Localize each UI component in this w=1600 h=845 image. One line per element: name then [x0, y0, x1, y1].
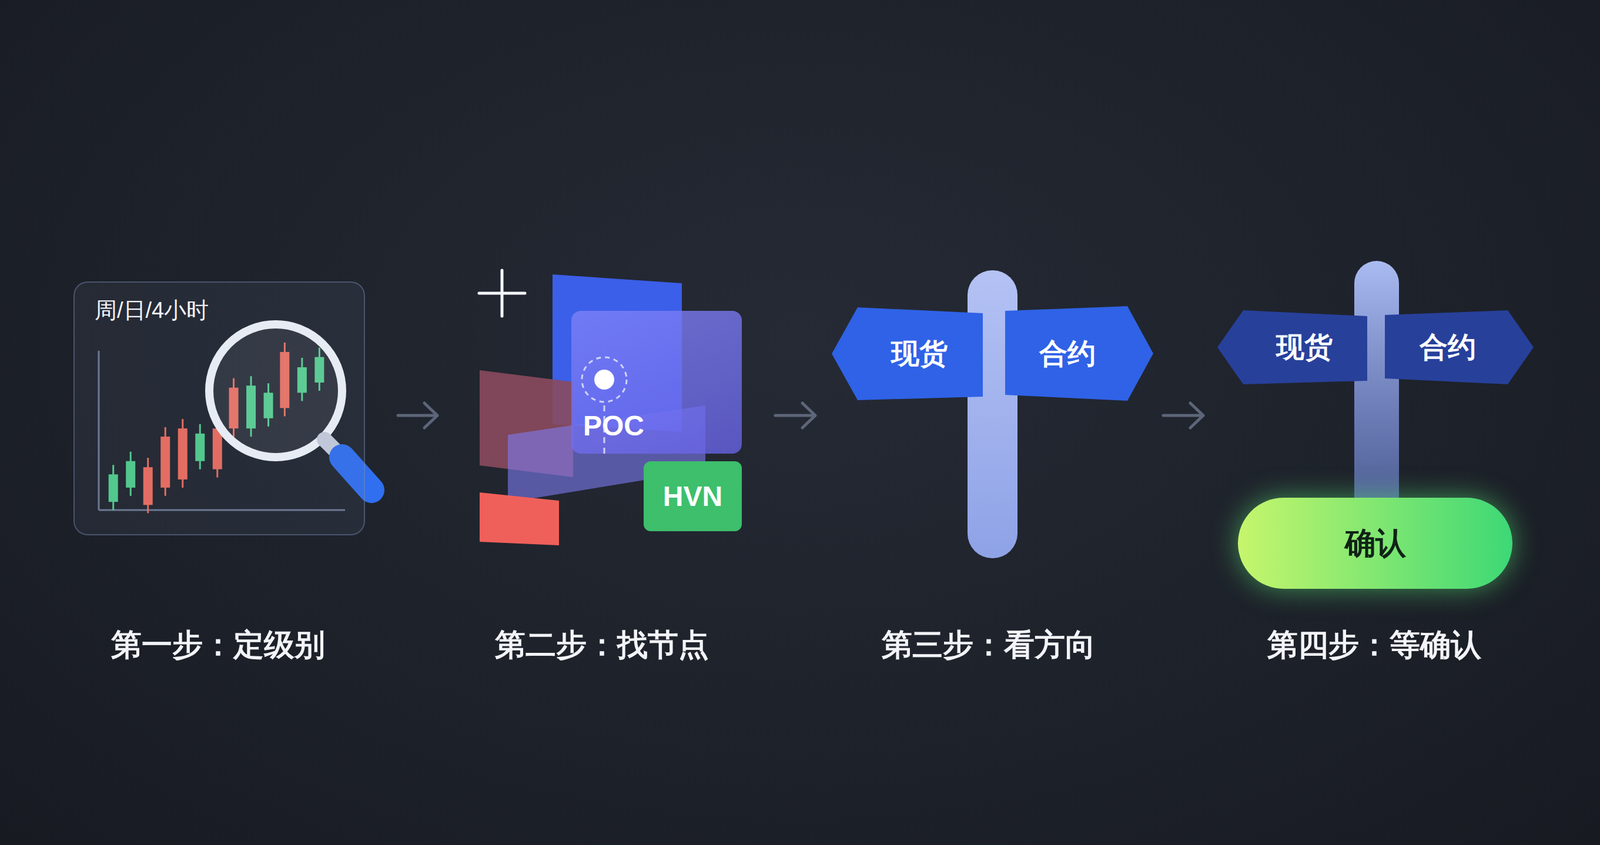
step-caption: 第二步：找节点	[494, 626, 709, 664]
signpost-sign: 合约	[1384, 310, 1534, 385]
node-text: 合约	[1419, 330, 1476, 364]
node-text: 现货	[1276, 330, 1333, 364]
node-text: HVN	[663, 480, 723, 513]
volume-layer	[479, 492, 560, 546]
signpost-sign: 合约	[1005, 306, 1154, 401]
step-caption: 第四步：等确认	[1267, 626, 1482, 664]
signpost-pole	[1354, 260, 1399, 520]
signpost-sign: 现货	[1217, 310, 1368, 385]
step-caption: 第三步：看方向	[881, 626, 1096, 664]
node-text: 合约	[1039, 337, 1096, 370]
signpost-sign: 现货	[831, 307, 983, 401]
node-text: 周/日/4小时	[94, 298, 209, 324]
poc-panel: POC	[571, 310, 742, 454]
plus-sign	[479, 270, 525, 317]
confirm-pill: 确认	[1237, 497, 1513, 589]
node-text: POC	[583, 409, 645, 443]
chart-card: 周/日/4小时	[73, 281, 366, 536]
step-caption: 第一步：定级别	[111, 626, 326, 664]
hvn-box: HVN	[643, 461, 742, 532]
node-text: 确认	[1344, 526, 1407, 562]
node-text: 现货	[891, 337, 948, 370]
